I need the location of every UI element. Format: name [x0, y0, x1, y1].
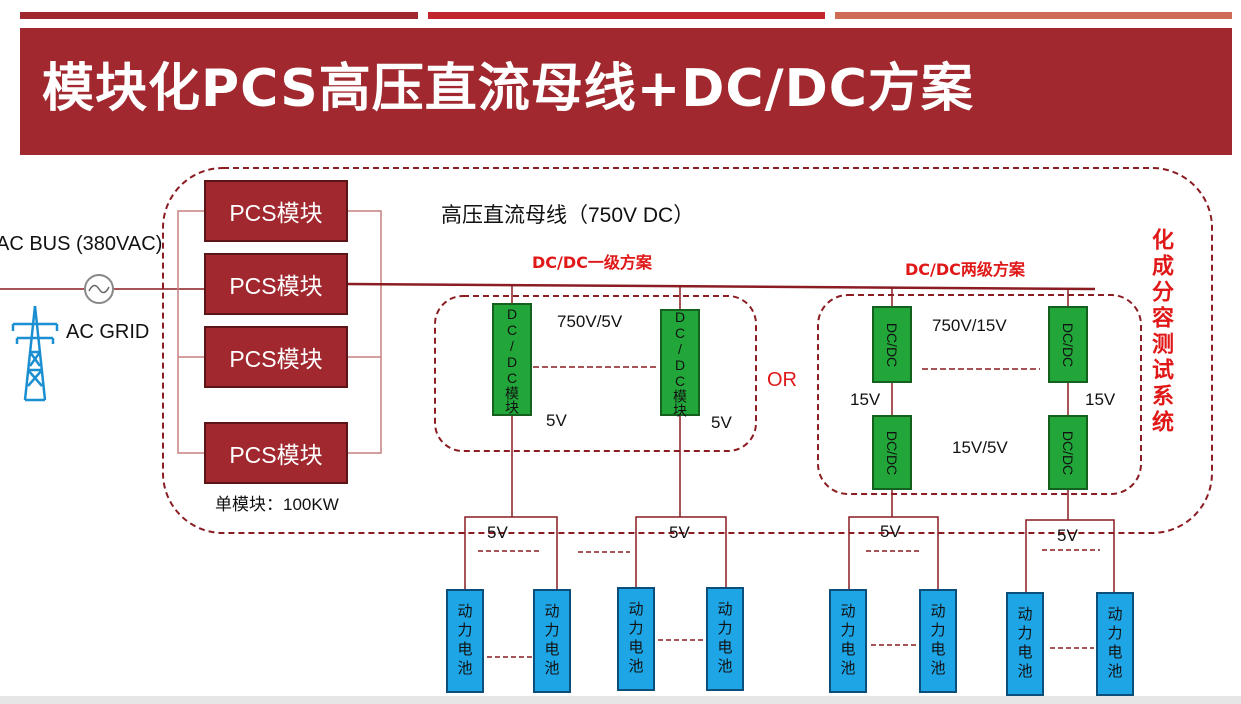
two-stage-ratio-top: 750V/15V [932, 316, 1007, 335]
dcdc-module-label: DC/DC模块 [672, 308, 688, 417]
single-stage-out-left: 5V [546, 411, 567, 430]
single-stage-ratio: 750V/5V [557, 312, 623, 331]
header-stripe-3 [835, 12, 1232, 19]
power-battery: 动力电池 [446, 589, 484, 693]
dcdc-label: DC/DC [884, 322, 900, 367]
battery-group-2-voltage: 5V [669, 523, 690, 542]
side-system-label: 化成分容测试系统 [1148, 228, 1173, 436]
power-battery: 动力电池 [1006, 592, 1044, 696]
ac-grid-label: AC GRID [66, 321, 150, 343]
header-stripe-2 [428, 12, 825, 19]
dcdc-label: DC/DC [1060, 430, 1076, 475]
power-battery: 动力电池 [617, 587, 655, 691]
dcdc-label: DC/DC [884, 430, 900, 475]
power-battery: 动力电池 [706, 587, 744, 691]
pcs-module-3: PCS模块 [204, 326, 348, 388]
dcdc-module-label: DC/DC模块 [504, 305, 520, 414]
page-title: 模块化PCS高压直流母线+DC/DC方案 [42, 59, 974, 119]
dc-bus-label: 高压直流母线（750V DC） [441, 204, 695, 227]
two-stage-mid-right: 15V [1085, 390, 1116, 409]
two-stage-ratio-bottom: 15V/5V [952, 438, 1008, 457]
power-battery: 动力电池 [1096, 592, 1134, 696]
or-label: OR [767, 369, 797, 391]
transmission-tower-icon [11, 305, 59, 402]
battery-group-1-voltage: 5V [487, 523, 508, 542]
dcdc-stage2-left: DC/DC [872, 415, 912, 490]
battery-group-3-voltage: 5V [880, 522, 901, 541]
dcdc-label: DC/DC [1060, 322, 1076, 367]
power-battery: 动力电池 [533, 589, 571, 693]
single-stage-title: DC/DC一级方案 [532, 253, 652, 272]
single-stage-out-right: 5V [711, 413, 732, 432]
battery-group-4-voltage: 5V [1057, 526, 1078, 545]
ac-bus-label: AC BUS (380VAC) [0, 233, 163, 255]
pcs-module-2: PCS模块 [204, 253, 348, 315]
dcdc-stage1-left: DC/DC [872, 306, 912, 383]
power-battery: 动力电池 [829, 589, 867, 693]
dcdc-stage1-right: DC/DC [1048, 306, 1088, 383]
pcs-unit-note: 单模块：100KW [215, 495, 339, 514]
pcs-module-4: PCS模块 [204, 422, 348, 484]
dcdc-module-1: DC/DC模块 [492, 303, 532, 416]
title-banner: 模块化PCS高压直流母线+DC/DC方案 [20, 28, 1232, 155]
dcdc-stage2-right: DC/DC [1048, 415, 1088, 490]
pcs-module-1: PCS模块 [204, 180, 348, 242]
two-stage-title: DC/DC两级方案 [905, 260, 1025, 279]
two-stage-mid-left: 15V [850, 390, 881, 409]
header-stripe-1 [20, 12, 418, 19]
power-battery: 动力电池 [919, 589, 957, 693]
dcdc-module-2: DC/DC模块 [660, 308, 700, 417]
